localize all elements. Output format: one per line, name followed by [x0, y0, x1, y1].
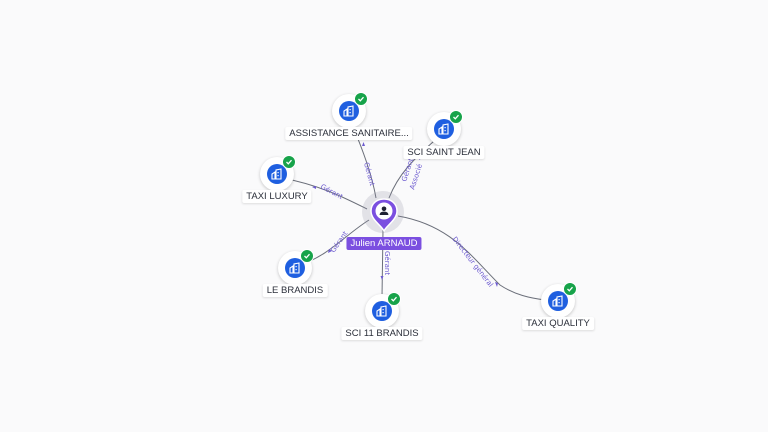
company-label-le-brandis: LE BRANDIS — [262, 284, 328, 297]
building-icon — [376, 305, 387, 317]
check-icon — [567, 286, 573, 292]
building-icon — [438, 123, 449, 135]
building-icon — [271, 168, 282, 180]
check-icon — [358, 96, 364, 102]
company-node-taxi-quality[interactable] — [541, 282, 577, 318]
edge-label-taxi-quality: Directeur général — [450, 235, 494, 288]
check-icon — [453, 114, 459, 120]
arrow-taxi-quality — [495, 282, 498, 287]
building-icon — [289, 262, 300, 274]
edge-label-assistance: Gérant — [362, 161, 376, 187]
building-icon — [343, 105, 354, 117]
company-node-assistance[interactable] — [332, 92, 368, 128]
person-icon — [379, 206, 389, 215]
company-label-sci-saint-jean: SCI SAINT JEAN — [403, 146, 485, 159]
person-name-label: Julien ARNAUD — [346, 237, 422, 250]
company-node-taxi-luxury[interactable] — [260, 155, 296, 191]
arrow-assistance — [362, 142, 365, 146]
company-label-taxi-quality: TAXI QUALITY — [522, 317, 594, 330]
building-icon — [552, 295, 563, 307]
company-label-taxi-luxury: TAXI LUXURY — [242, 190, 312, 203]
company-label-sci-11-brandis: SCI 11 BRANDIS — [341, 327, 423, 340]
arrow-sci-11-brandis — [380, 276, 384, 280]
check-icon — [391, 296, 397, 302]
company-node-le-brandis[interactable] — [278, 249, 314, 285]
edge-taxi-luxury — [281, 177, 368, 210]
arrow-le-brandis — [328, 249, 332, 253]
edge-label-taxi-luxury: Gérant — [319, 183, 344, 201]
edge-label-sci-11-brandis: Gérant — [383, 251, 391, 275]
check-icon — [304, 253, 310, 259]
check-icon — [286, 159, 292, 165]
edge-taxi-quality — [397, 215, 546, 301]
company-node-sci-11-brandis[interactable] — [365, 292, 401, 328]
company-node-sci-saint-jean[interactable] — [427, 110, 463, 146]
company-label-assistance: ASSISTANCE SANITAIRE... — [285, 127, 413, 140]
arrow-taxi-luxury — [312, 186, 316, 189]
person-node[interactable] — [370, 198, 398, 232]
